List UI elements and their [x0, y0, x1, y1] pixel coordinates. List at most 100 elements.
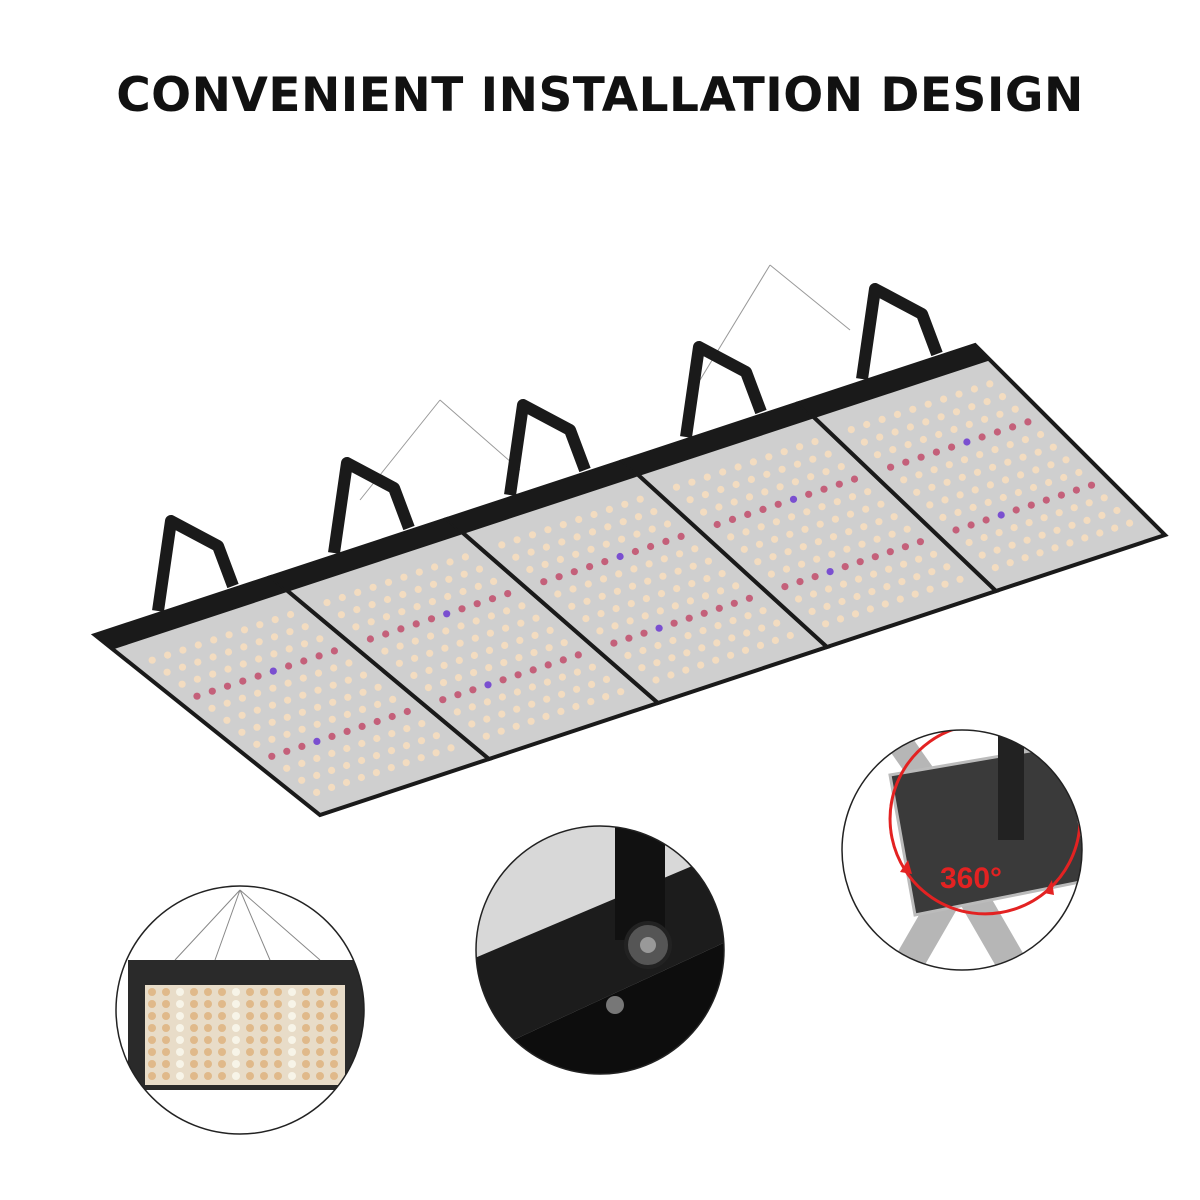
- led: [302, 988, 310, 996]
- led: [917, 453, 925, 461]
- led: [625, 634, 633, 642]
- led: [613, 587, 622, 595]
- led: [389, 695, 397, 704]
- led: [148, 1036, 156, 1044]
- led: [556, 555, 565, 564]
- led: [232, 1012, 240, 1020]
- led: [238, 694, 246, 702]
- led: [424, 684, 432, 692]
- led: [568, 602, 576, 610]
- led: [573, 668, 582, 676]
- led: [316, 635, 324, 643]
- led: [941, 580, 949, 588]
- led: [1001, 476, 1010, 484]
- led: [926, 501, 934, 509]
- light-panels: [90, 342, 1169, 818]
- led: [823, 602, 831, 611]
- led: [544, 526, 552, 534]
- led: [1053, 526, 1061, 534]
- led: [367, 618, 375, 626]
- led: [793, 460, 802, 468]
- led: [575, 515, 583, 524]
- led: [656, 607, 664, 615]
- led: [955, 390, 963, 398]
- led: [176, 1072, 184, 1080]
- led: [490, 577, 498, 586]
- led: [260, 1012, 268, 1020]
- led: [223, 682, 232, 690]
- led: [1126, 519, 1134, 527]
- led: [932, 448, 941, 456]
- led: [513, 688, 522, 696]
- led: [468, 703, 476, 711]
- led: [1051, 544, 1059, 552]
- led: [881, 600, 889, 608]
- led: [662, 537, 670, 546]
- led: [582, 615, 590, 623]
- led: [572, 702, 580, 711]
- led: [838, 597, 846, 606]
- led: [218, 1024, 226, 1032]
- led: [767, 570, 776, 578]
- led: [328, 749, 336, 758]
- led: [285, 645, 293, 653]
- led: [876, 433, 884, 441]
- led: [588, 663, 597, 671]
- led: [818, 503, 826, 511]
- led: [794, 595, 803, 603]
- led: [204, 1060, 212, 1068]
- led: [742, 528, 750, 536]
- led: [641, 612, 649, 620]
- led: [543, 695, 551, 703]
- led: [771, 535, 779, 543]
- led: [700, 609, 708, 617]
- led: [673, 585, 681, 593]
- led: [909, 405, 917, 413]
- led: [686, 496, 694, 504]
- led: [315, 652, 323, 660]
- led: [542, 712, 550, 721]
- led: [734, 463, 742, 471]
- led: [677, 532, 685, 541]
- led: [612, 605, 620, 613]
- led: [713, 520, 721, 529]
- led: [973, 468, 982, 476]
- led: [274, 1072, 282, 1080]
- hanging-wires: [359, 264, 851, 501]
- led: [403, 707, 411, 716]
- bracket: [504, 399, 591, 496]
- led: [163, 668, 171, 676]
- rotation-label: 360°: [940, 862, 1002, 895]
- led: [860, 523, 868, 531]
- led: [997, 511, 1005, 519]
- led: [330, 647, 338, 655]
- led: [841, 563, 849, 571]
- led: [387, 764, 395, 772]
- led: [162, 1048, 170, 1056]
- led: [504, 590, 512, 598]
- led: [288, 1012, 296, 1020]
- led: [650, 508, 658, 516]
- led: [628, 582, 637, 590]
- led: [529, 666, 537, 674]
- led: [204, 1000, 212, 1008]
- led: [288, 1072, 296, 1080]
- led: [288, 1000, 296, 1008]
- led: [176, 1036, 184, 1044]
- led: [758, 624, 766, 632]
- led: [162, 1060, 170, 1068]
- led: [902, 458, 910, 466]
- led: [1011, 405, 1019, 413]
- led: [502, 624, 510, 632]
- led: [162, 1036, 170, 1044]
- led: [471, 634, 479, 642]
- led: [809, 590, 818, 598]
- led: [727, 533, 735, 541]
- led: [991, 446, 999, 454]
- led: [718, 570, 726, 578]
- led: [688, 478, 696, 486]
- led: [713, 639, 721, 647]
- led: [414, 585, 422, 594]
- led: [268, 752, 276, 760]
